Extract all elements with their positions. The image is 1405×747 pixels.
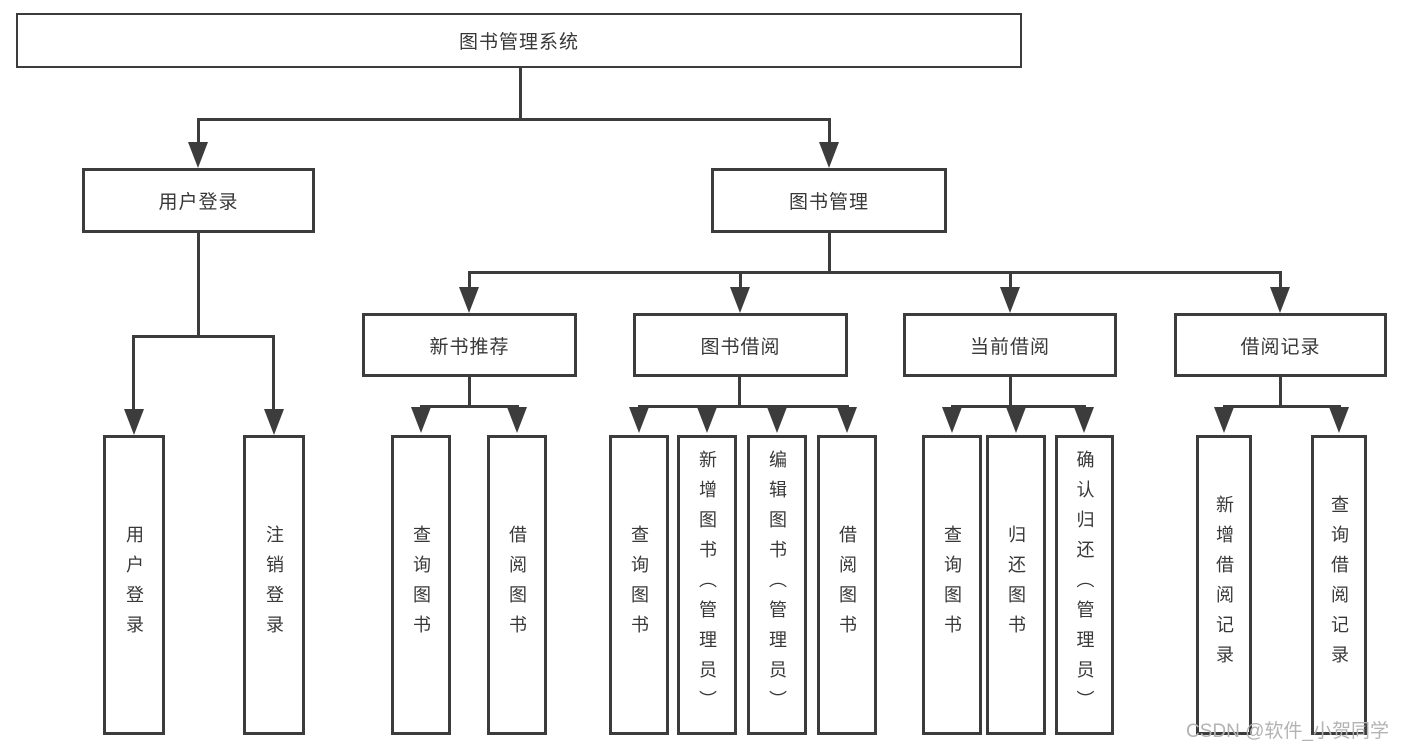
edge-book-mgmt-trunk (828, 233, 831, 274)
node-borrow-record: 借阅记录 (1174, 313, 1387, 377)
node-user-login: 用户登录 (82, 168, 315, 233)
edge-to-borrow-record (1279, 271, 1282, 289)
edge-borrow-record-trunk (1279, 377, 1282, 408)
arrowhead-borrow-record (1270, 287, 1290, 313)
arrowhead-cb-query (942, 407, 962, 433)
edge-to-leaf-user-login (132, 335, 135, 411)
edge-borrow-record-hbar (1223, 405, 1341, 408)
node-leaf-user-login: 用户登录 (103, 435, 165, 735)
node-leaf-user-login-label: 用户登录 (124, 525, 144, 645)
node-leaf-bb-edit: 编辑图书（管理员） (747, 435, 807, 735)
arrowhead-br-add (1214, 407, 1234, 433)
arrowhead-nb-borrow (507, 407, 527, 433)
edge-book-borrow-trunk (738, 377, 741, 408)
node-book-borrow-label: 图书借阅 (700, 336, 781, 358)
edge-root-hbar (197, 118, 831, 121)
node-user-login-label: 用户登录 (158, 192, 239, 213)
node-leaf-logout-label: 注销登录 (264, 525, 284, 645)
node-leaf-nb-borrow-label: 借阅图书 (507, 525, 527, 645)
node-leaf-nb-borrow: 借阅图书 (487, 435, 547, 735)
node-leaf-nb-query: 查询图书 (391, 435, 451, 735)
arrowhead-new-book (459, 287, 479, 313)
arrowhead-nb-query (411, 407, 431, 433)
arrowhead-cb-return (1006, 407, 1026, 433)
node-root-label: 图书管理系统 (458, 32, 579, 53)
edge-to-current-borrow (1009, 271, 1012, 289)
node-leaf-cb-return: 归还图书 (986, 435, 1046, 735)
node-leaf-cb-query-label: 查询图书 (942, 525, 962, 645)
node-leaf-cb-confirm-label: 确认归还（管理员） (1074, 450, 1095, 720)
edge-to-new-book (468, 271, 471, 289)
arrowhead-leaf-logout (264, 409, 284, 435)
node-leaf-br-add-label: 新增借阅记录 (1214, 495, 1234, 675)
node-leaf-bb-edit-label: 编辑图书（管理员） (767, 450, 787, 720)
node-leaf-bb-query-label: 查询图书 (629, 525, 649, 645)
node-book-mgmt-label: 图书管理 (788, 192, 869, 213)
node-leaf-bb-add-label: 新增图书（管理员） (697, 450, 717, 720)
watermark-text: CSDN @软件_小贺同学 (1186, 721, 1389, 742)
edge-user-login-trunk (197, 233, 200, 337)
node-current-borrow-label: 当前借阅 (969, 336, 1050, 358)
node-leaf-br-query-label: 查询借阅记录 (1329, 495, 1349, 675)
edge-current-borrow-trunk (1009, 377, 1012, 408)
edge-book-mgmt-hbar (468, 271, 1282, 274)
node-new-book: 新书推荐 (362, 313, 577, 377)
node-leaf-logout: 注销登录 (243, 435, 305, 735)
node-book-borrow: 图书借阅 (633, 313, 848, 377)
arrowhead-bb-borrow (837, 407, 857, 433)
node-leaf-bb-borrow: 借阅图书 (817, 435, 877, 735)
arrowhead-user-login (188, 142, 208, 168)
node-leaf-nb-query-label: 查询图书 (411, 525, 431, 645)
arrowhead-cb-confirm (1074, 407, 1094, 433)
node-leaf-cb-confirm: 确认归还（管理员） (1055, 435, 1114, 735)
node-leaf-bb-borrow-label: 借阅图书 (837, 525, 857, 645)
edge-new-book-trunk (468, 377, 471, 408)
node-new-book-label: 新书推荐 (429, 336, 510, 358)
node-book-mgmt: 图书管理 (711, 168, 947, 233)
arrowhead-book-borrow (730, 287, 750, 313)
arrowhead-bb-edit (767, 407, 787, 433)
edge-root-to-user-login (197, 118, 200, 144)
edge-root-to-book-mgmt (828, 118, 831, 144)
edge-root-trunk (519, 68, 522, 120)
node-current-borrow: 当前借阅 (903, 313, 1117, 377)
edge-user-login-hbar (132, 335, 275, 338)
arrowhead-bb-query (629, 407, 649, 433)
node-root: 图书管理系统 (16, 13, 1022, 68)
arrowhead-br-query (1329, 407, 1349, 433)
node-leaf-cb-query: 查询图书 (922, 435, 982, 735)
edge-book-borrow-hbar (638, 405, 849, 408)
arrowhead-current-borrow (1000, 287, 1020, 313)
node-leaf-bb-add: 新增图书（管理员） (677, 435, 737, 735)
edge-to-leaf-logout (272, 335, 275, 411)
node-leaf-br-query: 查询借阅记录 (1311, 435, 1367, 735)
node-leaf-cb-return-label: 归还图书 (1006, 525, 1026, 645)
node-borrow-record-label: 借阅记录 (1240, 336, 1321, 358)
arrowhead-book-mgmt (819, 142, 839, 168)
edge-current-borrow-hbar (951, 405, 1086, 408)
arrowhead-leaf-user-login (124, 409, 144, 435)
node-leaf-br-add: 新增借阅记录 (1196, 435, 1252, 735)
arrowhead-bb-add (697, 407, 717, 433)
edge-to-book-borrow (739, 271, 742, 289)
edge-new-book-hbar (420, 405, 519, 408)
node-leaf-bb-query: 查询图书 (609, 435, 669, 735)
